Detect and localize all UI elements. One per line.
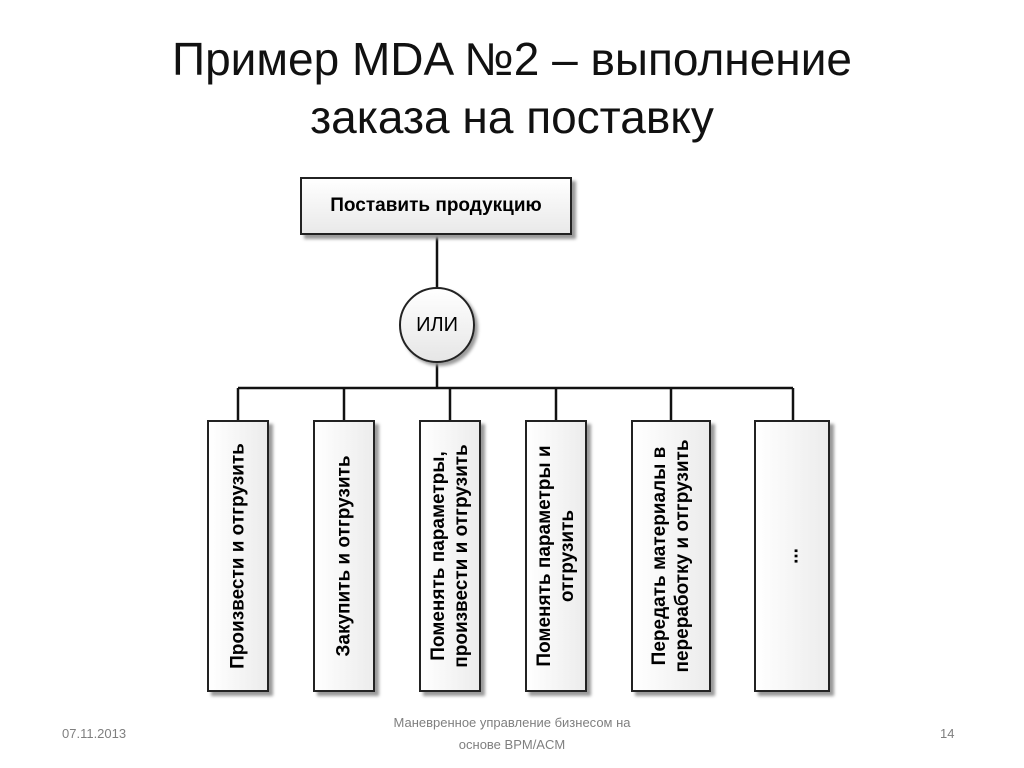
footer-date: 07.11.2013 xyxy=(62,726,127,741)
leaf-node-4: Поменять параметры и отгрузить xyxy=(525,420,587,692)
leaf-node-5: Передать материалы в переработку и отгру… xyxy=(631,420,711,692)
leaf-label-2: Закупить и отгрузить xyxy=(333,455,355,657)
root-goal-node: Поставить продукцию xyxy=(300,177,572,235)
leaf-node-3: Поменять параметры, произвести и отгрузи… xyxy=(419,420,481,692)
leaf-label-5: Передать материалы в переработку и отгру… xyxy=(649,439,693,673)
root-goal-label: Поставить продукцию xyxy=(330,195,542,216)
footer-caption-line-2: основе BPM/ACM xyxy=(458,737,566,752)
leaf-label-3: Поменять параметры, произвести и отгрузи… xyxy=(428,444,472,668)
slide-title-line-2: заказа на поставку xyxy=(310,91,714,143)
slide-title-line-1: Пример MDA №2 – выполнение xyxy=(172,33,852,85)
leaf-label-6: ... xyxy=(781,548,803,564)
leaf-node-6: ... xyxy=(754,420,830,692)
or-connector-node: ИЛИ xyxy=(399,287,475,363)
or-connector-label: ИЛИ xyxy=(416,313,458,336)
leaf-node-2: Закупить и отгрузить xyxy=(313,420,375,692)
leaf-node-1: Произвести и отгрузить xyxy=(207,420,269,692)
footer-caption-line-1: Маневренное управление бизнесом на xyxy=(393,715,631,730)
leaf-label-4: Поменять параметры и отгрузить xyxy=(534,445,578,667)
leaf-label-1: Произвести и отгрузить xyxy=(227,443,249,669)
slide-title: Пример MDA №2 – выполнение заказа на пос… xyxy=(0,30,1024,146)
footer-caption: Маневренное управление бизнесом на основ… xyxy=(340,712,684,756)
footer-page-number: 14 xyxy=(940,726,955,741)
